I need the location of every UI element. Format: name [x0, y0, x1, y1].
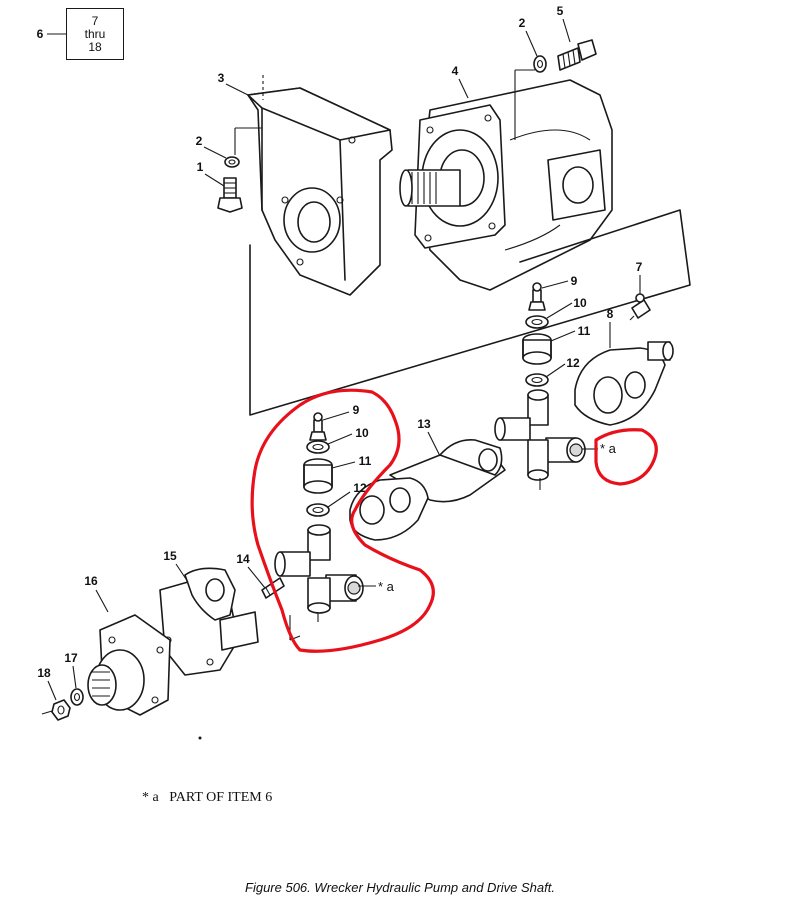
red-highlight-left-ujoint [250, 388, 435, 653]
snap-ring-item-12-left [306, 503, 330, 517]
item-range-box: 7 thru 18 [66, 8, 124, 60]
callout-5: 5 [557, 4, 564, 18]
part-of-item-6-marker-right: * a [600, 441, 617, 456]
callout-9-left: 9 [353, 403, 360, 417]
callout-11-right: 11 [578, 324, 591, 338]
callout-labels: 2 1 3 2 5 4 7 8 9 10 11 12 9 10 11 12 13… [37, 4, 643, 701]
grease-fitting-item-9-right [528, 282, 546, 311]
seal-item-10-right [525, 315, 549, 329]
callout-8: 8 [607, 307, 614, 321]
bearing-cup-item-11-left [303, 458, 333, 494]
washer-item-2-top [533, 55, 547, 73]
callout-7: 7 [636, 260, 643, 274]
nut-item-18 [41, 699, 71, 721]
cross-journal-right [494, 389, 586, 490]
callout-4: 4 [452, 64, 459, 78]
callout-17: 17 [64, 651, 78, 665]
bolt-item-1 [217, 177, 243, 213]
item-6-range-indicator: 6 [37, 27, 66, 41]
grease-fitting-item-9-left [309, 412, 327, 441]
slip-yoke-item-8 [574, 341, 674, 426]
callout-18: 18 [37, 666, 51, 680]
range-end: 18 [88, 40, 102, 54]
callout-9-right: 9 [571, 274, 578, 288]
callout-2-top: 2 [519, 16, 526, 30]
callout-15: 15 [163, 549, 177, 563]
figure-caption: Figure 506. Wrecker Hydraulic Pump and D… [245, 880, 555, 895]
hydraulic-pump [399, 69, 613, 291]
adapter-flange-item-16 [87, 614, 171, 716]
mounting-bracket [247, 75, 393, 296]
range-start: 7 [91, 14, 99, 28]
callout-13: 13 [417, 417, 431, 431]
snap-ring-item-12-right [525, 373, 549, 387]
bearing-cup-item-11-right [522, 333, 552, 365]
washer-item-17 [70, 688, 84, 706]
callout-12-left: 12 [353, 481, 367, 495]
seal-item-10-left [306, 440, 330, 454]
callout-6: 6 [37, 27, 44, 41]
footnote: * a PART OF ITEM 6 [142, 790, 273, 805]
cross-journal-left [274, 524, 364, 622]
callout-10-right: 10 [573, 296, 587, 310]
washer-item-2-left [224, 156, 240, 168]
part-of-item-6-marker-left: * a [378, 579, 395, 594]
red-highlight-right-marker [594, 428, 658, 486]
range-thru-label: thru [84, 27, 106, 41]
drive-shaft-yoke-item-13 [349, 438, 506, 541]
callout-12-right: 12 [566, 356, 580, 370]
callout-1: 1 [197, 160, 204, 174]
callout-2-left: 2 [196, 134, 203, 148]
callout-11-left: 11 [359, 454, 372, 468]
callout-16: 16 [84, 574, 98, 588]
callout-10-left: 10 [355, 426, 369, 440]
callout-14: 14 [236, 552, 250, 566]
flange-yoke-item-15 [159, 567, 259, 676]
callout-3: 3 [218, 71, 225, 85]
bolt-item-5 [557, 39, 597, 71]
